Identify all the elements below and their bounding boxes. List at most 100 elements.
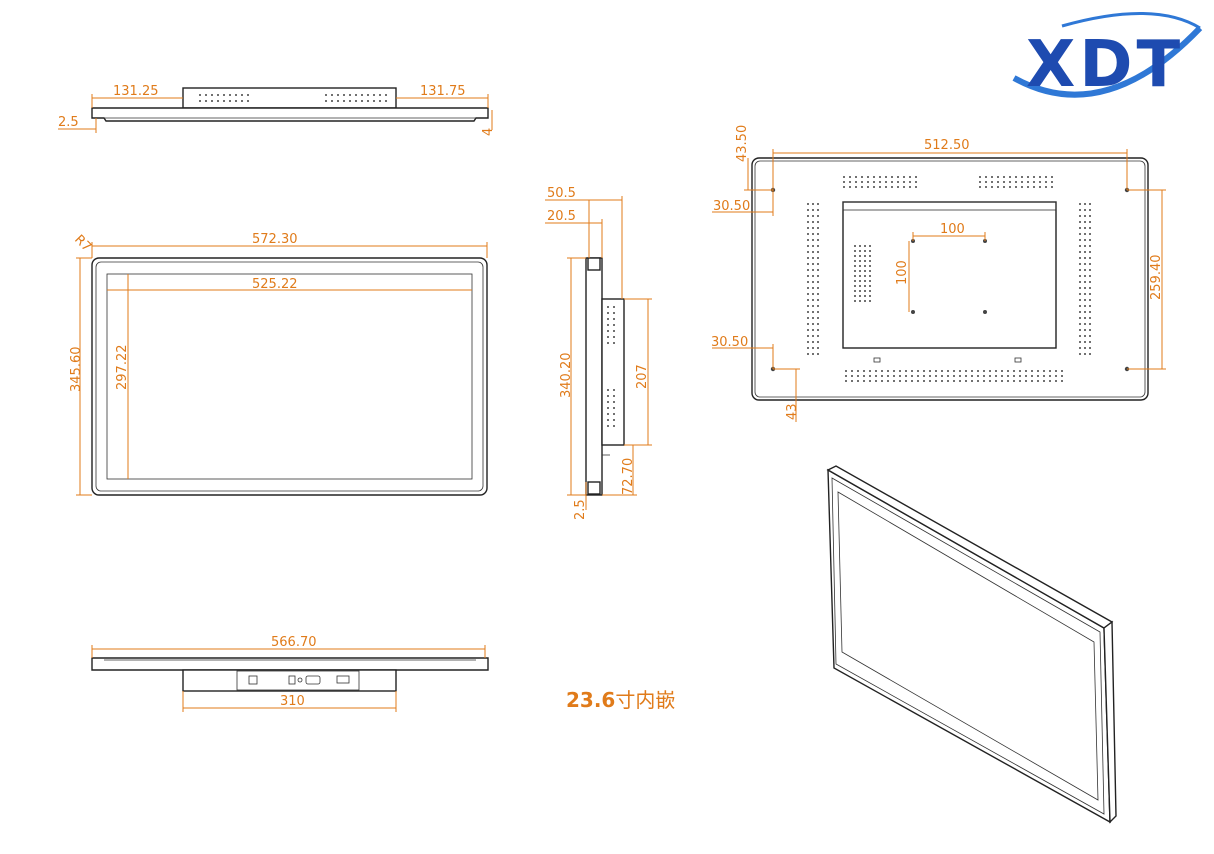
vent-hole: [812, 269, 814, 271]
vent-hole: [875, 375, 877, 377]
vent-hole: [1079, 263, 1081, 265]
vent-hole: [817, 329, 819, 331]
vent-hole: [1089, 257, 1091, 259]
vent-hole: [343, 100, 345, 102]
vent-hole: [1049, 370, 1051, 372]
vent-hole: [812, 335, 814, 337]
vent-hole: [205, 94, 207, 96]
vent-hole: [863, 375, 865, 377]
dim-side-height: 340.20: [559, 353, 574, 399]
vent-hole: [1089, 299, 1091, 301]
vent-hole: [817, 311, 819, 313]
vent-hole: [1089, 305, 1091, 307]
vent-hole: [607, 324, 609, 326]
vent-hole: [807, 239, 809, 241]
vent-hole: [613, 312, 615, 314]
vent-hole: [807, 263, 809, 265]
vent-hole: [337, 100, 339, 102]
vent-hole: [613, 395, 615, 397]
vent-hole: [229, 100, 231, 102]
vent-hole: [851, 380, 853, 382]
vent-hole: [1001, 370, 1003, 372]
vent-hole: [897, 181, 899, 183]
vent-hole: [843, 181, 845, 183]
vent-hole: [861, 186, 863, 188]
vent-hole: [812, 305, 814, 307]
dim-back-height: 259.40: [1149, 255, 1164, 301]
vent-hole: [1061, 370, 1063, 372]
vent-hole: [1079, 341, 1081, 343]
vent-hole: [897, 186, 899, 188]
vent-hole: [807, 251, 809, 253]
vent-hole: [1084, 245, 1086, 247]
vent-hole: [247, 100, 249, 102]
vent-hole: [1079, 329, 1081, 331]
model-caption: 23.6寸内嵌: [566, 684, 675, 713]
vent-hole: [817, 203, 819, 205]
vent-hole: [817, 281, 819, 283]
vent-hole: [1089, 311, 1091, 313]
vent-hole: [997, 186, 999, 188]
vent-hole: [915, 186, 917, 188]
vent-hole: [613, 336, 615, 338]
vent-hole: [812, 341, 814, 343]
vent-hole: [1089, 227, 1091, 229]
vent-hole: [1013, 370, 1015, 372]
vent-hole: [613, 425, 615, 427]
vent-hole: [869, 270, 871, 272]
vent-hole: [361, 94, 363, 96]
vent-hole: [817, 269, 819, 271]
vent-hole: [1025, 375, 1027, 377]
top-view: 131.25 131.75 2.5 4: [58, 84, 496, 136]
vent-hole: [869, 295, 871, 297]
vent-hole: [1049, 375, 1051, 377]
vent-hole: [854, 300, 856, 302]
vent-hole: [869, 300, 871, 302]
perspective-monitor: [827, 468, 1111, 824]
vent-hole: [864, 295, 866, 297]
vent-hole: [1015, 176, 1017, 178]
vent-hole: [971, 375, 973, 377]
vent-hole: [873, 181, 875, 183]
vent-hole: [1084, 209, 1086, 211]
vent-hole: [812, 353, 814, 355]
vent-hole: [1055, 370, 1057, 372]
vent-hole: [1003, 176, 1005, 178]
vent-hole: [1089, 281, 1091, 283]
vent-hole: [211, 100, 213, 102]
vent-hole: [807, 293, 809, 295]
vent-hole: [607, 407, 609, 409]
vent-hole: [995, 375, 997, 377]
vent-hole: [929, 380, 931, 382]
vent-hole: [607, 395, 609, 397]
vent-hole: [817, 323, 819, 325]
vent-hole: [1033, 176, 1035, 178]
vent-hole: [885, 181, 887, 183]
vent-hole: [869, 285, 871, 287]
vent-hole: [977, 370, 979, 372]
vent-hole: [905, 370, 907, 372]
vent-hole: [1027, 186, 1029, 188]
vent-hole: [851, 375, 853, 377]
vent-hole: [1045, 181, 1047, 183]
vent-hole: [869, 245, 871, 247]
vent-hole: [331, 100, 333, 102]
vent-hole: [991, 181, 993, 183]
vent-hole: [1089, 269, 1091, 271]
vent-hole: [812, 203, 814, 205]
vent-hole: [983, 380, 985, 382]
vent-hole: [229, 94, 231, 96]
vent-hole: [1051, 176, 1053, 178]
vent-hole: [1084, 299, 1086, 301]
vent-hole: [1051, 186, 1053, 188]
vent-hole: [325, 100, 327, 102]
vent-hole: [1079, 287, 1081, 289]
vent-hole: [941, 370, 943, 372]
vent-hole: [1089, 215, 1091, 217]
vent-hole: [985, 186, 987, 188]
vent-hole: [864, 265, 866, 267]
vent-hole: [935, 370, 937, 372]
vent-hole: [217, 94, 219, 96]
vent-hole: [849, 186, 851, 188]
vent-hole: [959, 375, 961, 377]
